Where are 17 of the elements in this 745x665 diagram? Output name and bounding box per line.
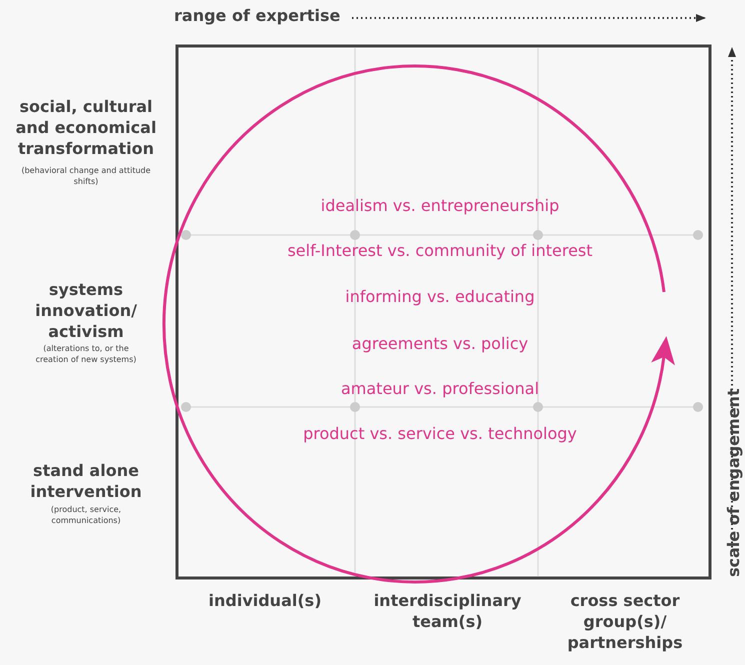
comparison-text: idealism vs. entrepreneurship (320, 196, 560, 215)
row-note: (alterations to, or the creation of new systems) (34, 343, 138, 365)
column-heading: interdisciplinary team(s) (372, 590, 522, 632)
column-heading: cross sector group(s)/ partnerships (566, 590, 684, 653)
row-heading: stand alone intervention (29, 460, 143, 502)
column-heading: individual(s) (208, 590, 322, 611)
comparison-text: amateur vs. professional (340, 379, 540, 398)
axis-title: range of expertise (174, 5, 342, 26)
row-note: (product, service, communications) (50, 504, 122, 526)
row-heading: systems innovation/ activism (34, 279, 138, 342)
comparison-text: informing vs. educating (344, 287, 536, 306)
comparison-text: self-Interest vs. community of interest (286, 241, 594, 260)
comparison-text: agreements vs. policy (350, 334, 530, 353)
comparison-text: product vs. service vs. technology (302, 424, 578, 443)
row-note: (behavioral change and attitude shifts) (20, 165, 152, 187)
row-heading: social, cultural and economical transformation (14, 96, 158, 159)
axis-title: scale of engagement (723, 388, 744, 577)
